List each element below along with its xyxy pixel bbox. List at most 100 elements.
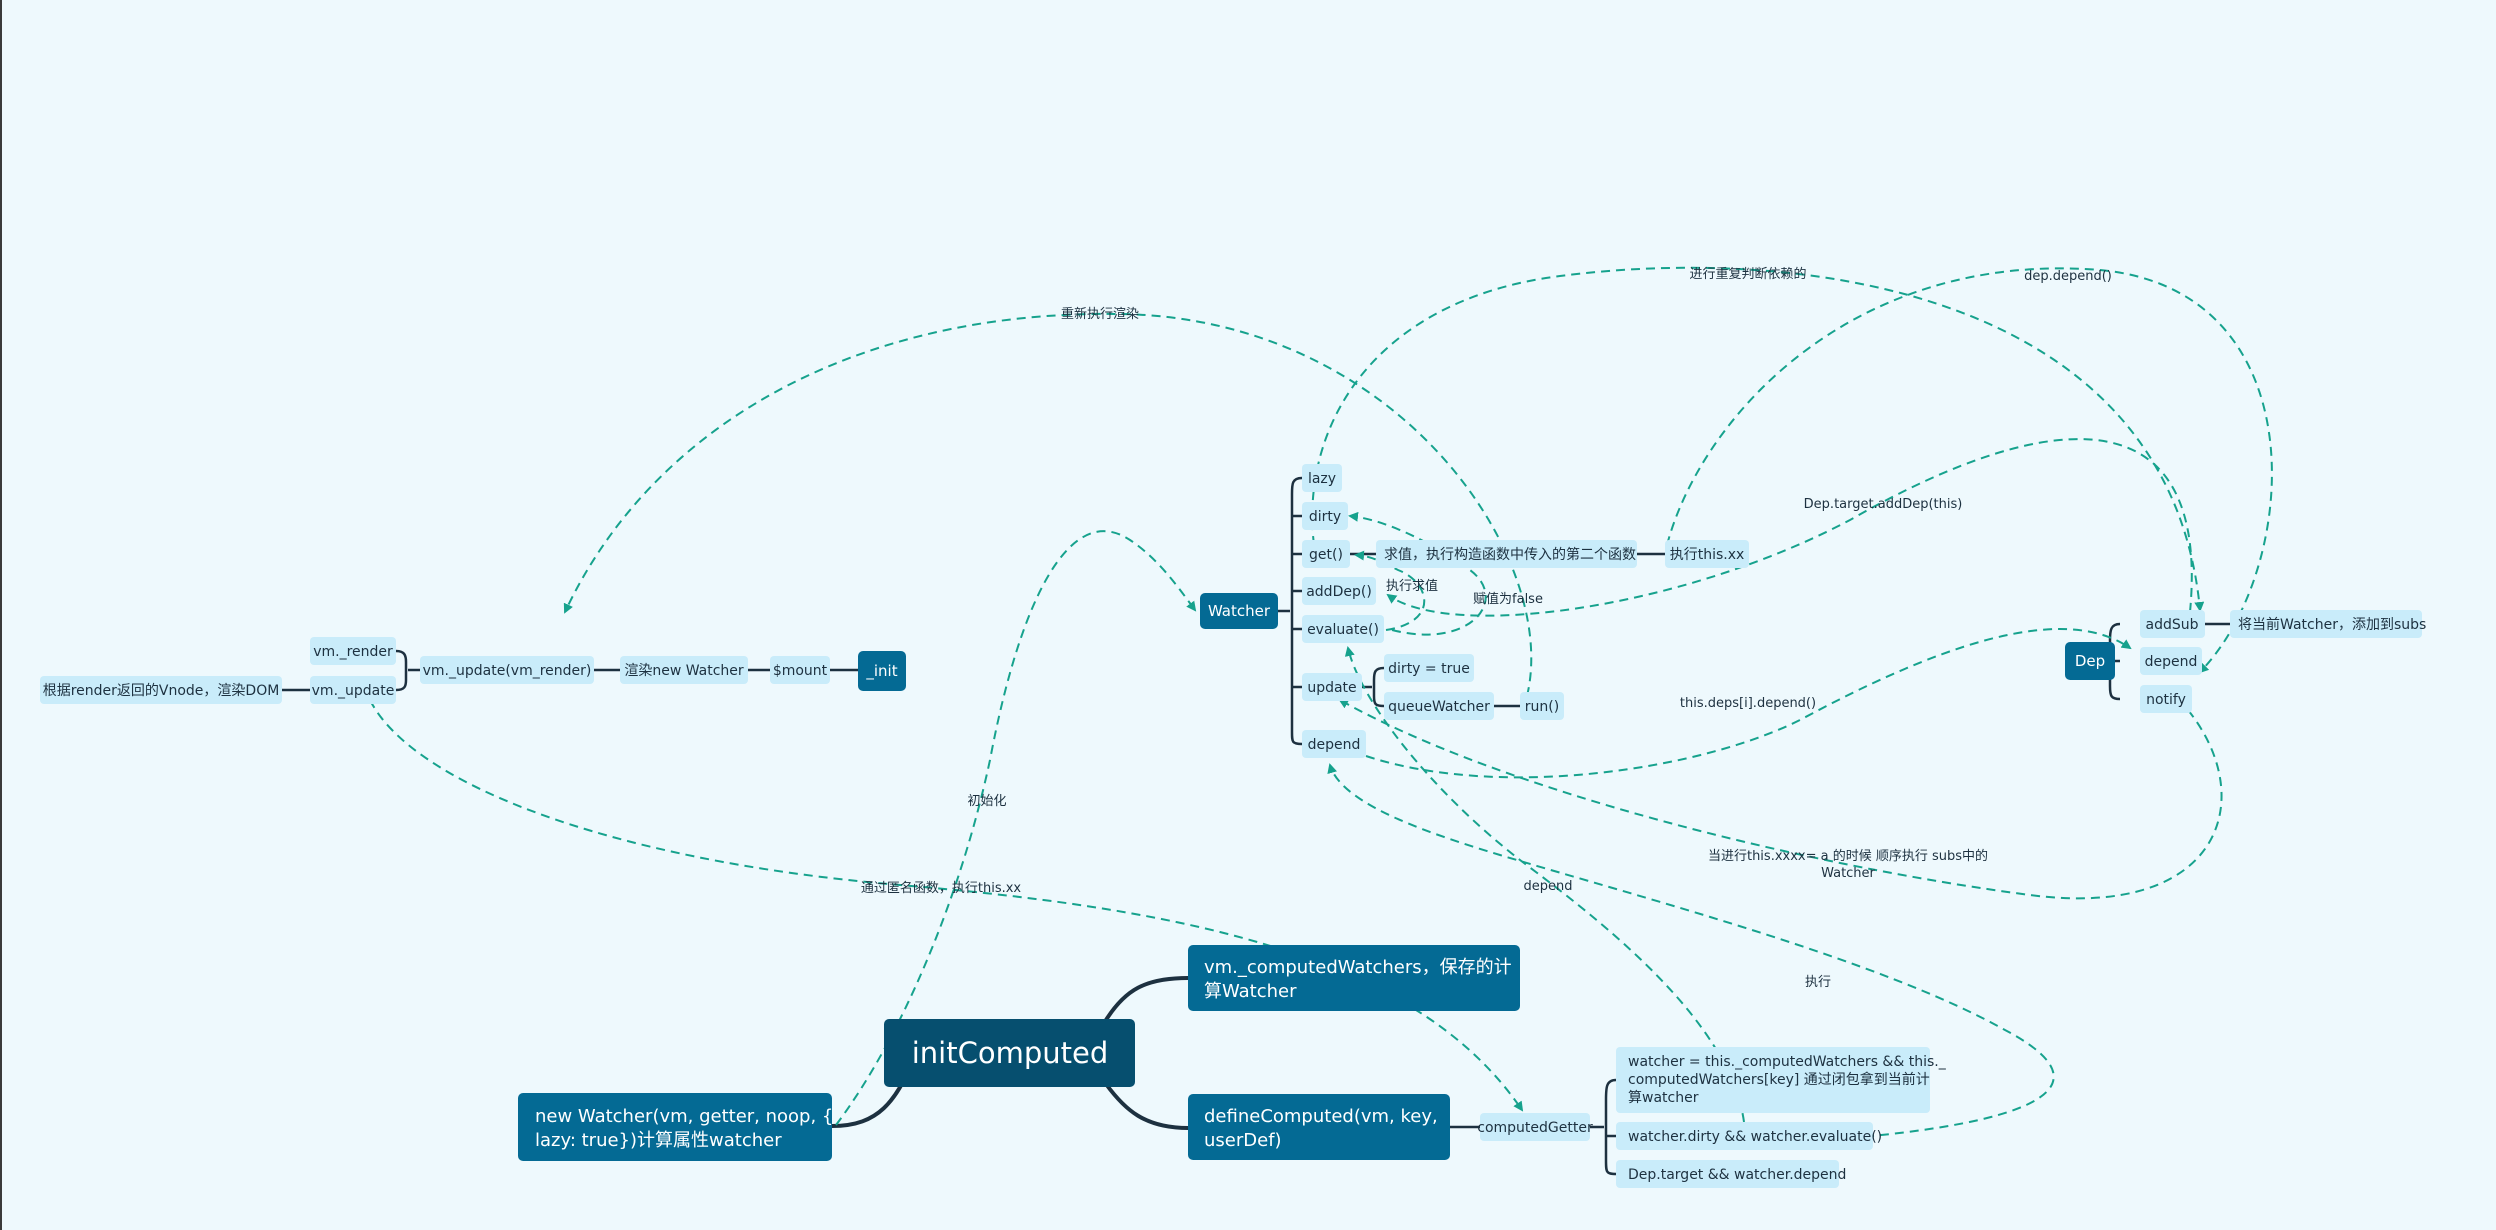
node-vm-render[interactable]: vm._render: [310, 637, 396, 665]
node-cg-watcher-line1: watcher = this._computedWatchers && this…: [1628, 1054, 1947, 1070]
relation-exec-eval: [1354, 550, 1426, 631]
node-depend-label: depend: [1308, 737, 1361, 753]
node-vm-update-render[interactable]: vm._update(vm_render): [420, 656, 594, 684]
node-lazy[interactable]: lazy: [1302, 464, 1342, 492]
relation-depend: [1344, 646, 1745, 1123]
node-render-watcher[interactable]: 渲染new Watcher: [620, 656, 748, 684]
node-init[interactable]: _init: [858, 651, 906, 691]
relation-deps-depend: [1365, 628, 2132, 779]
node-queue-watcher-label: queueWatcher: [1388, 699, 1490, 715]
relation-notify-update: [1338, 699, 2223, 900]
branch-getter-children: [1590, 1078, 1617, 1176]
relation-rerender: [563, 312, 1533, 697]
node-add-sub-desc[interactable]: 将当前Watcher，添加到subs: [2230, 610, 2426, 638]
node-vm-update-label: vm._update: [312, 683, 395, 699]
node-render-watcher-label: 渲染new Watcher: [624, 663, 744, 679]
node-cg-watcher-line3: 算watcher: [1628, 1090, 1699, 1106]
node-init-label: _init: [865, 662, 897, 681]
branch-init-computedwatchers: [1104, 976, 1189, 1022]
node-define-computed[interactable]: defineComputed(vm, key, userDef): [1188, 1094, 1450, 1160]
node-initComputed[interactable]: initComputed: [884, 1019, 1135, 1087]
node-define-computed-line1: defineComputed(vm, key,: [1204, 1106, 1438, 1127]
label-assign-notify-2: Watcher: [1821, 866, 1875, 881]
node-new-watcher-line2: lazy: true})计算属性watcher: [535, 1130, 782, 1151]
relation-init: [835, 530, 1197, 1126]
node-update[interactable]: update: [1302, 673, 1362, 701]
branch-watcher-children: [1278, 476, 1303, 746]
branch-init-definecomputed: [1104, 1082, 1189, 1130]
node-evaluate[interactable]: evaluate(): [1302, 615, 1384, 643]
node-dep-depend-label: depend: [2145, 654, 2198, 670]
label-depend: depend: [1524, 879, 1573, 894]
node-add-sub-label: addSub: [2146, 617, 2199, 633]
node-dep-depend[interactable]: depend: [2140, 647, 2202, 675]
label-target-adddep: Dep.target.addDep(this): [1804, 497, 1963, 512]
relation-assign-false: [1348, 511, 1487, 636]
node-vm-update[interactable]: vm._update: [310, 676, 396, 704]
node-notify[interactable]: notify: [2140, 685, 2192, 713]
node-mount-label: $mount: [773, 663, 828, 679]
node-computed-watchers[interactable]: vm._computedWatchers，保存的计 算Watcher: [1188, 945, 1520, 1011]
node-lazy-label: lazy: [1308, 471, 1336, 487]
node-dirty-true[interactable]: dirty = true: [1384, 654, 1474, 682]
node-cg-watcher[interactable]: watcher = this._computedWatchers && this…: [1616, 1047, 1947, 1113]
node-run[interactable]: run(): [1520, 692, 1564, 720]
label-rerender: 重新执行渲染: [1061, 306, 1139, 322]
label-assign-false: 赋值为false: [1473, 591, 1543, 607]
node-cg-depend-label: Dep.target && watcher.depend: [1628, 1167, 1846, 1183]
label-dep-depend: dep.depend(): [2024, 269, 2112, 284]
node-add-dep[interactable]: addDep(): [1302, 577, 1376, 605]
node-vm-render-label: vm._render: [313, 644, 393, 660]
node-dep[interactable]: Dep: [2065, 642, 2115, 680]
node-computed-watchers-line2: 算Watcher: [1204, 981, 1297, 1002]
branch-update-render: [395, 649, 420, 692]
node-watcher[interactable]: Watcher: [1200, 593, 1278, 629]
label-init: 初始化: [967, 794, 1006, 809]
relation-target-adddep: [1386, 438, 2193, 617]
node-dep-label: Dep: [2075, 652, 2105, 670]
node-dirty[interactable]: dirty: [1302, 502, 1348, 530]
node-render-dom[interactable]: 根据render返回的Vnode，渲染DOM: [40, 676, 282, 704]
node-cg-evaluate[interactable]: watcher.dirty && watcher.evaluate(): [1616, 1122, 1882, 1150]
node-define-computed-line2: userDef): [1204, 1130, 1282, 1151]
node-dirty-label: dirty: [1309, 509, 1341, 525]
node-get-label: get(): [1309, 547, 1343, 563]
node-new-watcher-line1: new Watcher(vm, getter, noop, {: [535, 1106, 833, 1127]
node-dirty-true-label: dirty = true: [1388, 661, 1470, 677]
node-queue-watcher[interactable]: queueWatcher: [1384, 692, 1494, 720]
node-cg-evaluate-label: watcher.dirty && watcher.evaluate(): [1628, 1129, 1882, 1145]
node-get-desc[interactable]: 求值，执行构造函数中传入的第二个函数: [1376, 540, 1637, 568]
node-evaluate-label: evaluate(): [1307, 622, 1379, 638]
node-watcher-label: Watcher: [1208, 602, 1271, 620]
node-vm-update-render-label: vm._update(vm_render): [423, 663, 592, 679]
node-get[interactable]: get(): [1302, 540, 1350, 568]
node-new-watcher[interactable]: new Watcher(vm, getter, noop, { lazy: tr…: [518, 1093, 833, 1161]
node-update-label: update: [1307, 680, 1356, 696]
node-add-dep-label: addDep(): [1306, 584, 1372, 600]
node-exec-this-label: 执行this.xx: [1670, 547, 1745, 563]
node-initComputed-label: initComputed: [912, 1036, 1109, 1070]
node-computed-getter[interactable]: computedGetter: [1477, 1113, 1593, 1141]
node-cg-depend[interactable]: Dep.target && watcher.depend: [1616, 1160, 1846, 1188]
node-computed-watchers-line1: vm._computedWatchers，保存的计: [1204, 957, 1512, 978]
node-notify-label: notify: [2146, 692, 2186, 708]
label-anon-exec: 通过匿名函数，执行this.xx: [861, 880, 1022, 896]
node-mount[interactable]: $mount: [770, 656, 830, 684]
node-depend[interactable]: depend: [1302, 730, 1366, 758]
label-repeat-dep: 进行重复判断依赖的: [1689, 266, 1806, 282]
node-add-sub-desc-label: 将当前Watcher，添加到subs: [2238, 616, 2426, 633]
label-exec-eval: 执行求值: [1386, 578, 1438, 594]
branch-update-children: [1362, 666, 1385, 708]
node-add-sub[interactable]: addSub: [2140, 610, 2205, 638]
window-left-border: [0, 0, 2, 1230]
label-assign-notify-1: 当进行this.xxxx= a 的时候 顺序执行 subs中的: [1708, 848, 1988, 864]
node-run-label: run(): [1525, 699, 1559, 715]
node-exec-this[interactable]: 执行this.xx: [1665, 540, 1749, 568]
node-cg-watcher-line2: computedWatchers[key] 通过闭包拿到当前计: [1628, 1071, 1930, 1088]
relation-exec: [1327, 763, 2055, 1139]
label-deps-depend: this.deps[i].depend(): [1680, 696, 1816, 711]
node-get-desc-label: 求值，执行构造函数中传入的第二个函数: [1384, 546, 1636, 563]
node-computed-getter-label: computedGetter: [1477, 1120, 1593, 1136]
relation-repeat-dep: [1311, 266, 2205, 612]
